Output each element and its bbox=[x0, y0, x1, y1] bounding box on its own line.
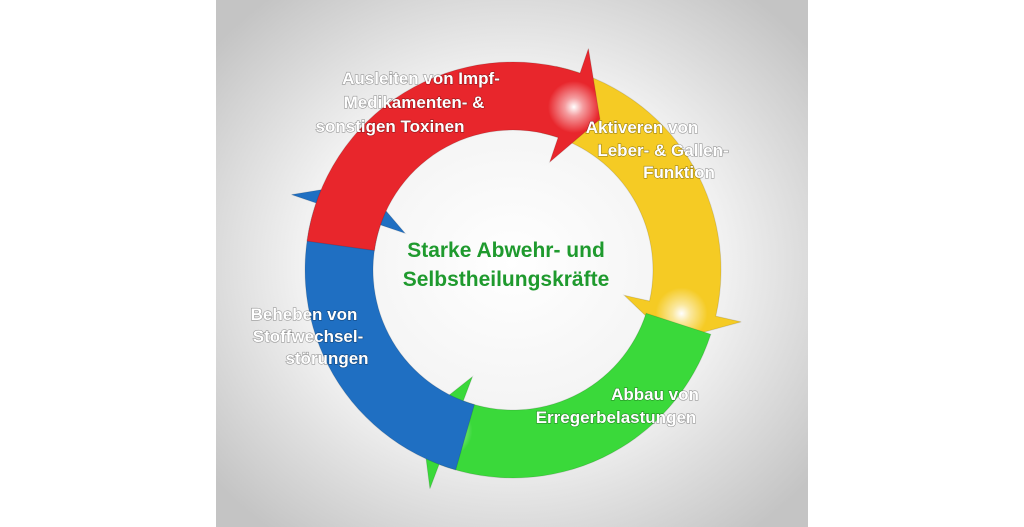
center-label-line-2: Selbstheilungskräfte bbox=[403, 268, 610, 291]
step-red-line-3: sonstigen Toxinen bbox=[316, 117, 465, 136]
arrow-green bbox=[420, 312, 712, 489]
step-blue-line-3: störungen bbox=[285, 349, 368, 368]
center-text: Starke Abwehr- und Selbstheilungskräfte bbox=[403, 239, 610, 291]
arrow-red-highlight bbox=[547, 81, 600, 133]
step-label-green: Abbau von Erregerbelastungen bbox=[535, 384, 699, 427]
step-label-blue: Beheben von Stoffwechsel- störungen bbox=[250, 304, 369, 368]
cycle-diagram: Starke Abwehr- und Selbstheilungskräfte … bbox=[216, 0, 808, 527]
step-blue-line-2: Stoffwechsel- bbox=[253, 327, 364, 346]
step-yellow-line-2: Leber- & Gallen- bbox=[597, 141, 728, 160]
step-blue-line-1: Beheben von bbox=[251, 305, 358, 324]
arrow-yellow bbox=[541, 65, 742, 342]
step-green-line-2: Erregerbelastungen bbox=[536, 408, 697, 427]
cycle-arrows bbox=[291, 48, 742, 489]
step-red-line-2: Medikamenten- & bbox=[344, 93, 485, 112]
step-label-yellow: Aktiveren von Leber- & Gallen- Funktion bbox=[585, 117, 729, 182]
step-yellow-line-3: Funktion bbox=[643, 163, 715, 182]
step-label-red: Ausleiten von Impf- Medikamenten- & sons… bbox=[315, 68, 501, 136]
step-yellow-line-1: Aktiveren von bbox=[586, 118, 698, 137]
diagram-canvas: Starke Abwehr- und Selbstheilungskräfte … bbox=[216, 0, 808, 527]
arrow-red bbox=[306, 48, 601, 252]
center-label-line-1: Starke Abwehr- und bbox=[407, 239, 605, 262]
step-red-line-1: Ausleiten von Impf- bbox=[342, 69, 500, 88]
step-green-line-1: Abbau von bbox=[611, 385, 699, 404]
